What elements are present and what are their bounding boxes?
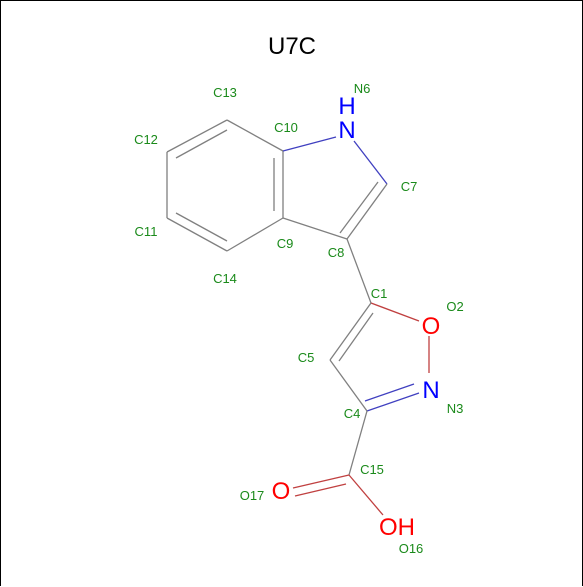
bond-n6-c7 [353,140,388,185]
bond-c13-c12 [166,119,228,153]
label-c1: C1 [371,286,388,301]
bonds [166,119,430,516]
heteroatoms: H N O N O OH [272,93,441,541]
molecule-title: U7C [268,33,316,60]
bond-c15-o17-inner [294,483,347,497]
label-n3: N3 [447,401,464,416]
label-c7: C7 [401,179,418,194]
bond-c11-c14-inner [175,212,228,242]
label-c5: C5 [298,350,315,365]
bond-c15-o17 [292,474,350,489]
atom-o2: O [422,313,441,340]
label-c15: C15 [360,462,384,477]
bond-c5-c1 [329,302,372,361]
atom-n6-hydrogen: H [338,93,355,120]
bond-c7-c8 [346,183,388,240]
atom-n6: N [338,117,355,144]
bond-c4-c15 [348,410,368,476]
label-c4: C4 [344,406,361,421]
label-c10: C10 [274,120,298,135]
bond-c11-c14 [166,217,228,252]
bond-n3-c4-inner [364,383,415,402]
atom-labels: C1 O2 N3 C4 C5 N6 C7 C8 C9 C10 C11 C12 C… [134,81,464,556]
label-c13: C13 [213,85,237,100]
bond-c10-n6 [282,136,337,152]
bond-c5-c1-inner [338,312,374,362]
bond-n3-c4 [366,392,420,412]
bond-c14-c9 [226,217,284,252]
label-o17: O17 [240,488,265,503]
label-c8: C8 [328,245,345,260]
bond-c13-c12-inner [175,129,228,159]
label-c11: C11 [135,224,158,239]
bond-c8-c1 [346,238,372,304]
label-c14: C14 [213,271,237,286]
label-n6: N6 [354,81,371,96]
label-c9: C9 [277,236,294,251]
atom-o17: O [272,478,291,505]
bond-c15-o16 [348,474,384,516]
bond-c7-c8-inner [339,181,379,234]
label-o16: O16 [399,541,424,556]
bond-c1-o2 [370,302,420,322]
bond-c13-c10 [226,119,284,152]
atom-n3: N [422,377,439,404]
label-o2: O2 [446,299,463,314]
bond-c4-c5 [329,359,368,412]
atom-o16: OH [379,514,415,541]
bond-c8-c9 [282,217,348,240]
label-c12: C12 [134,132,158,147]
